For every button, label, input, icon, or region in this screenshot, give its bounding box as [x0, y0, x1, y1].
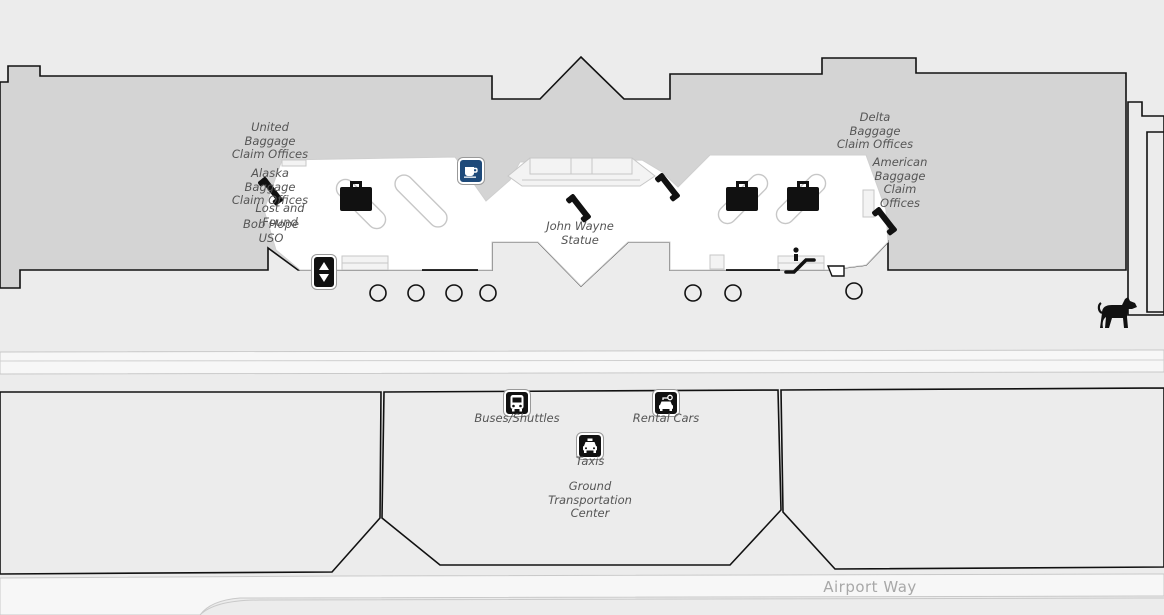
taxi-glyph [583, 438, 597, 453]
curb-marker[interactable] [845, 282, 863, 300]
escalator-icon[interactable] [784, 247, 816, 274]
carousel [394, 174, 448, 228]
center-kiosk [507, 157, 656, 187]
interior-fixtures [281, 159, 875, 271]
rental-car-glyph [659, 394, 673, 411]
telephones [257, 172, 897, 236]
suitcase-icon[interactable] [787, 181, 819, 211]
curbside-markers [369, 282, 863, 302]
parking-lot-east [780, 387, 1164, 570]
baggage-icons [340, 181, 819, 211]
ground-transportation-center [381, 389, 782, 566]
curb-marker[interactable] [407, 284, 425, 302]
suitcase-icon[interactable] [726, 181, 758, 211]
telephone-icon[interactable] [871, 206, 897, 236]
rental-car-icon[interactable] [653, 390, 679, 416]
curb-marker[interactable] [724, 284, 742, 302]
road-lower-curve [199, 597, 1164, 615]
taxi-icon[interactable] [577, 433, 603, 459]
curb-marker[interactable] [445, 284, 463, 302]
curb-road [0, 349, 1164, 375]
road-edge-line [0, 359, 1164, 362]
coffee-cup-icon[interactable] [458, 158, 484, 184]
telephone-icon[interactable] [257, 176, 283, 206]
dog-icon[interactable] [1097, 297, 1137, 328]
door-notch [826, 265, 845, 277]
curb-marker[interactable] [684, 284, 702, 302]
parking-lot-west [0, 391, 382, 575]
elevator-icon[interactable] [312, 255, 336, 289]
curb-marker[interactable] [369, 284, 387, 302]
telephone-icon[interactable] [565, 193, 591, 223]
terminal-east-wing-inner [1146, 131, 1164, 313]
suitcase-icon[interactable] [340, 181, 372, 211]
curb-marker[interactable] [479, 284, 497, 302]
elevator-arrows [319, 262, 329, 282]
coffee-cup-glyph [464, 167, 478, 178]
telephone-icon[interactable] [654, 172, 680, 202]
bus-glyph [510, 395, 524, 412]
bus-icon[interactable] [504, 390, 530, 416]
